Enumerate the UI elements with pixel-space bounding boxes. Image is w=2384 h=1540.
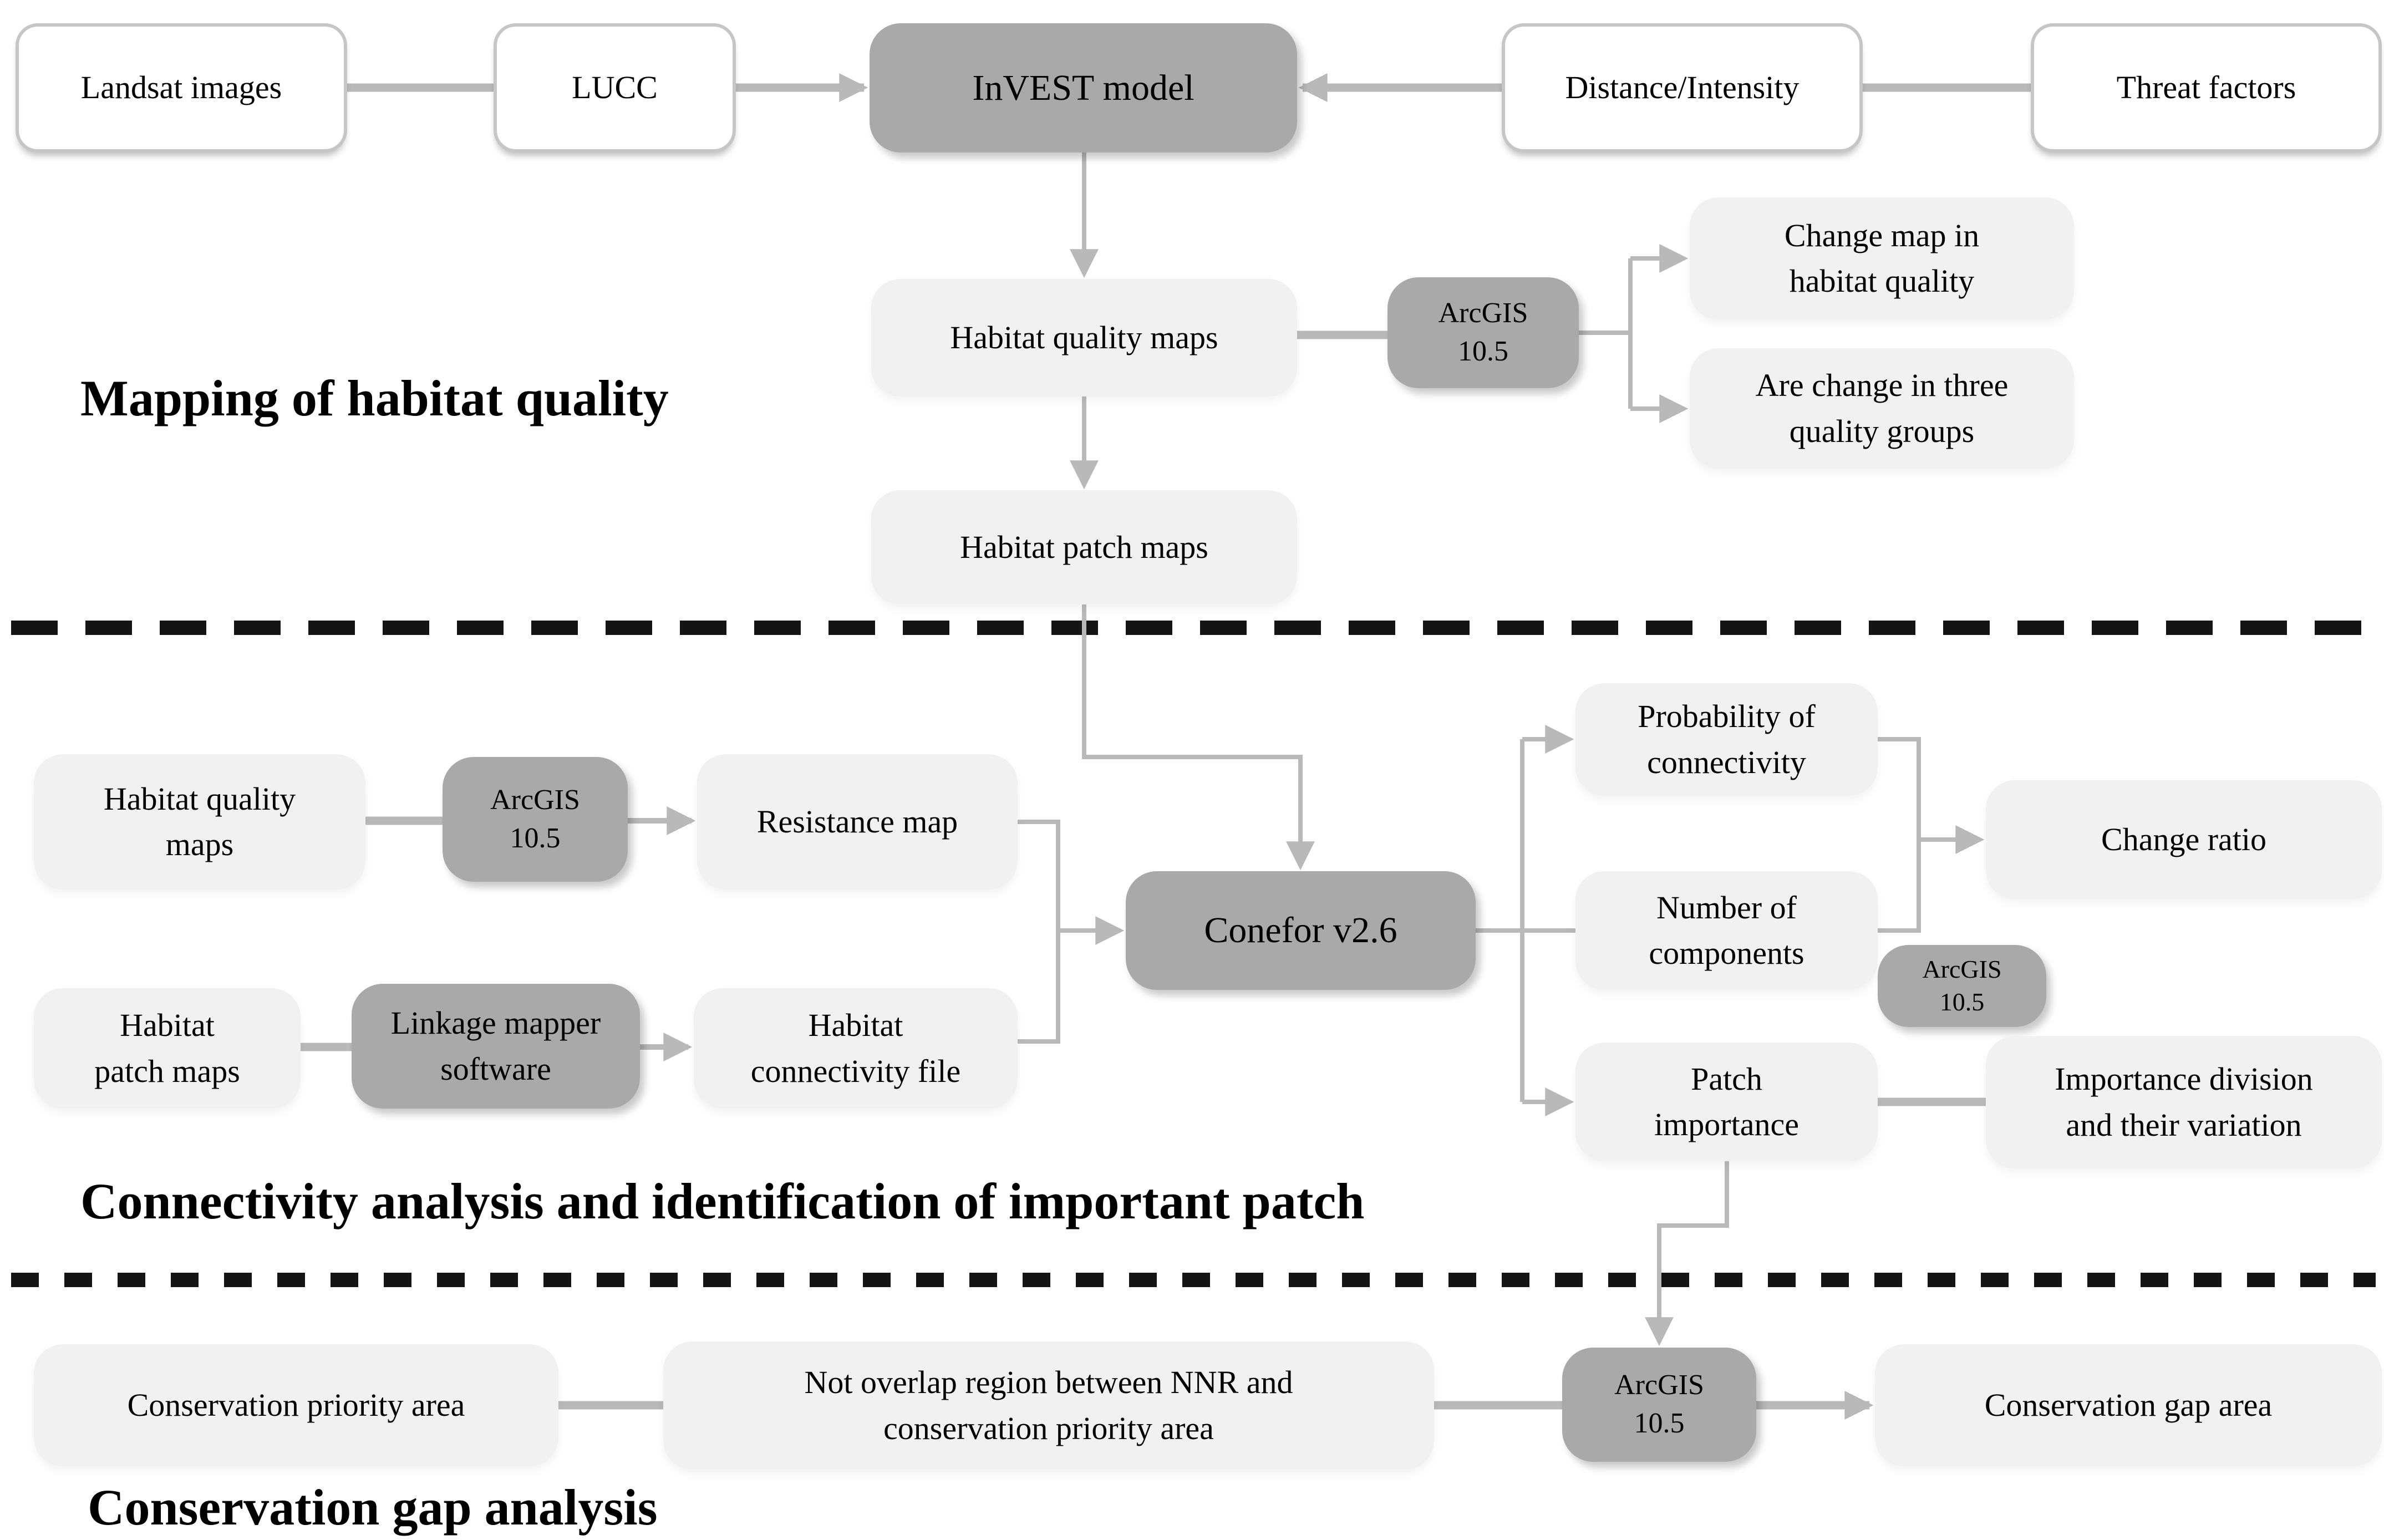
node-patch-importance: Patch importance [1575,1043,1878,1161]
node-are-change-quality-groups: Are change in three quality groups [1690,348,2074,469]
node-habitat-quality-maps-2: Habitat quality maps [34,754,365,890]
section-title-connectivity: Connectivity analysis and identification… [80,1173,1365,1229]
node-arcgis-mid-left: ArcGIS 10.5 [443,757,628,882]
node-distance-intensity: Distance/Intensity [1502,23,1863,153]
node-change-ratio: Change ratio [1986,780,2382,899]
node-resistance-map-label: Resistance map [756,803,958,840]
node-conservation-priority-area-label: Conservation priority area [127,1386,465,1423]
node-habitat-quality-maps-label: Habitat quality maps [950,319,1218,355]
node-threat-factors: Threat factors [2031,23,2382,153]
node-number-components: Number of components [1575,871,1878,990]
section-title-mapping: Mapping of habitat quality [80,370,669,426]
node-landsat-images: Landsat images [16,23,347,153]
node-habitat-patch-maps-label: Habitat patch maps [960,528,1208,565]
node-number-components-label: Number of components [1649,889,1804,971]
node-linkage-mapper-label: Linkage mapper software [390,1005,601,1087]
node-invest-model: InVEST model [870,23,1297,153]
node-linkage-mapper-software: Linkage mapper software [352,984,640,1109]
node-arcgis-mid-left-label: ArcGIS 10.5 [490,784,580,854]
node-change-map-label: Change map in habitat quality [1784,217,1980,299]
node-conservation-gap-area-label: Conservation gap area [1984,1386,2273,1423]
connector-connectivity-file-to-conefor [1018,931,1060,1044]
node-landsat-images-label: Landsat images [80,69,282,106]
node-arcgis-bottom: ArcGIS 10.5 [1562,1348,1756,1462]
node-habitat-patch-maps-2: Habitat patch maps [34,988,301,1109]
node-habitat-connectivity-file-label: Habitat connectivity file [750,1007,961,1089]
node-conefor: Conefor v2.6 [1126,871,1476,990]
node-habitat-connectivity-file: Habitat connectivity file [694,988,1018,1109]
connector-number-to-change-ratio [1878,840,1921,933]
connector-probability-to-change-ratio [1878,737,1985,854]
node-habitat-patch-maps-2-label: Habitat patch maps [94,1007,240,1089]
node-arcgis-mid-right: ArcGIS 10.5 [1878,945,2046,1027]
node-probability-connectivity: Probability of connectivity [1575,683,1878,796]
node-not-overlap-region-label: Not overlap region between NNR and conse… [804,1364,1293,1446]
node-conefor-label: Conefor v2.6 [1204,910,1397,951]
node-threat-factors-label: Threat factors [2116,69,2296,106]
node-patch-importance-label: Patch importance [1654,1060,1799,1142]
node-importance-division-label: Importance division and their variation [2055,1061,2313,1143]
node-habitat-quality-maps-2-label: Habitat quality maps [103,780,296,862]
node-lucc-label: LUCC [572,69,658,106]
node-habitat-quality-maps: Habitat quality maps [871,279,1297,397]
node-conservation-gap-area: Conservation gap area [1875,1344,2382,1466]
connector-resistance-to-conefor [1018,820,1125,945]
node-change-ratio-label: Change ratio [2101,821,2266,857]
node-conservation-priority-area: Conservation priority area [34,1344,558,1466]
node-importance-division: Importance division and their variation [1986,1036,2382,1168]
node-resistance-map: Resistance map [697,754,1018,890]
node-distance-intensity-label: Distance/Intensity [1565,69,1800,106]
node-probability-connectivity-label: Probability of connectivity [1638,698,1816,780]
node-change-map-habitat-quality: Change map in habitat quality [1690,197,2074,319]
node-lucc: LUCC [494,23,736,153]
node-invest-model-label: InVEST model [972,67,1194,108]
node-arcgis-top: ArcGIS 10.5 [1387,277,1579,388]
node-arcgis-bottom-label: ArcGIS 10.5 [1614,1369,1704,1439]
node-are-change-label: Are change in three quality groups [1755,367,2009,449]
connector-patch-importance-to-arcgis-bottom [1645,1161,1729,1346]
node-not-overlap-region: Not overlap region between NNR and conse… [663,1341,1434,1470]
connector-patchmaps-to-conefor [1082,604,1315,871]
node-arcgis-top-label: ArcGIS 10.5 [1438,297,1528,367]
node-habitat-patch-maps: Habitat patch maps [871,490,1297,604]
node-arcgis-mid-right-label: ArcGIS 10.5 [1922,955,2002,1016]
section-title-gap: Conservation gap analysis [88,1479,658,1536]
